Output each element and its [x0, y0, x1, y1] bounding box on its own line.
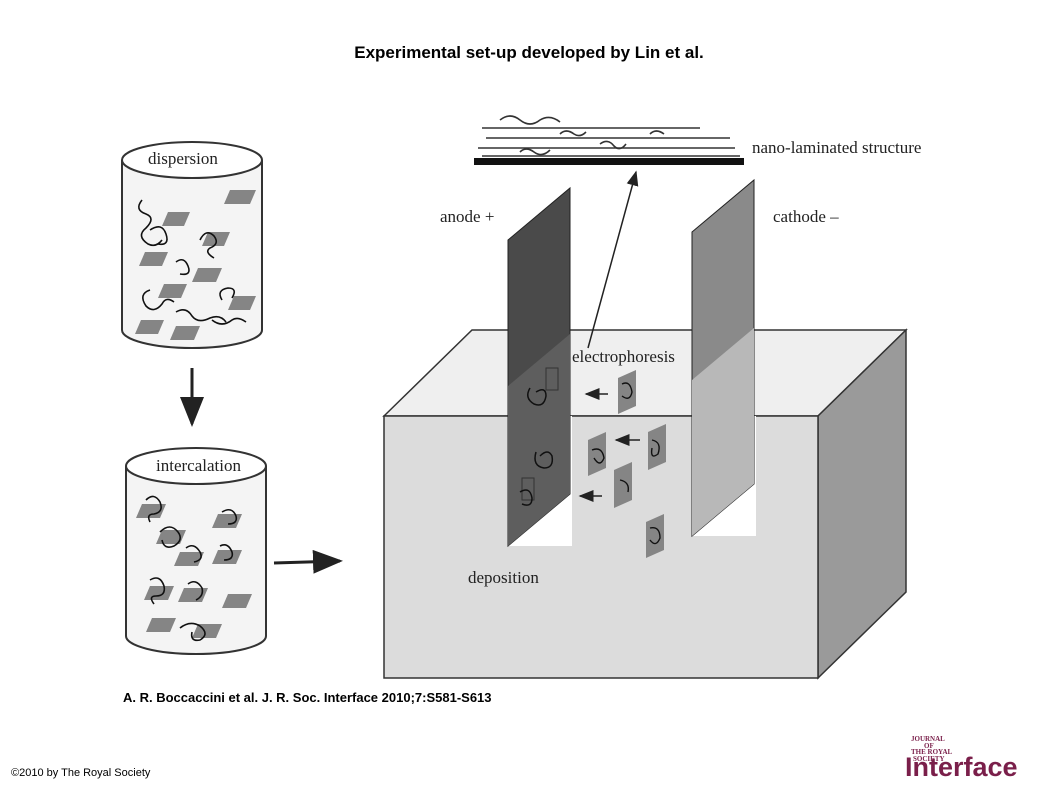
nano-laminated-structure — [474, 115, 744, 165]
cathode-electrode — [691, 178, 755, 538]
intercalation-cylinder: intercalation — [125, 447, 267, 655]
svg-text:Interface: Interface — [905, 752, 1018, 782]
figure-title: Experimental set-up developed by Lin et … — [354, 43, 704, 62]
migrating-platelets — [588, 370, 666, 558]
intercalation-polymer-chains — [145, 495, 238, 642]
nano-label: nano-laminated structure — [752, 138, 921, 157]
citation: A. R. Boccaccini et al. J. R. Soc. Inter… — [123, 690, 492, 705]
arrow-to-laminate — [587, 170, 639, 349]
tank — [382, 328, 908, 680]
dispersion-cylinder: dispersion — [121, 141, 263, 349]
electrophoresis-label: electrophoresis — [572, 347, 675, 366]
arrow-right — [273, 549, 343, 574]
dispersion-polymer-chains — [138, 199, 247, 325]
dispersion-platelets — [135, 190, 256, 340]
copyright: ©2010 by The Royal Society — [11, 767, 151, 779]
anode-label: anode + — [440, 207, 494, 226]
svg-text:OF: OF — [924, 742, 934, 750]
deposited-platelets — [519, 367, 559, 506]
migration-arrows — [578, 388, 640, 502]
journal-logo: JOURNAL OF THE ROYAL SOCIETY Interface — [905, 735, 1018, 782]
svg-text:SOCIETY: SOCIETY — [913, 755, 945, 763]
anode-electrode — [507, 186, 571, 548]
dispersion-label: dispersion — [148, 149, 218, 168]
tank-top — [382, 329, 908, 417]
svg-text:THE ROYAL: THE ROYAL — [911, 748, 953, 756]
cathode-label: cathode – — [773, 207, 839, 226]
deposition-label: deposition — [468, 568, 539, 587]
intercalation-label: intercalation — [156, 456, 241, 475]
svg-text:JOURNAL: JOURNAL — [911, 735, 945, 743]
